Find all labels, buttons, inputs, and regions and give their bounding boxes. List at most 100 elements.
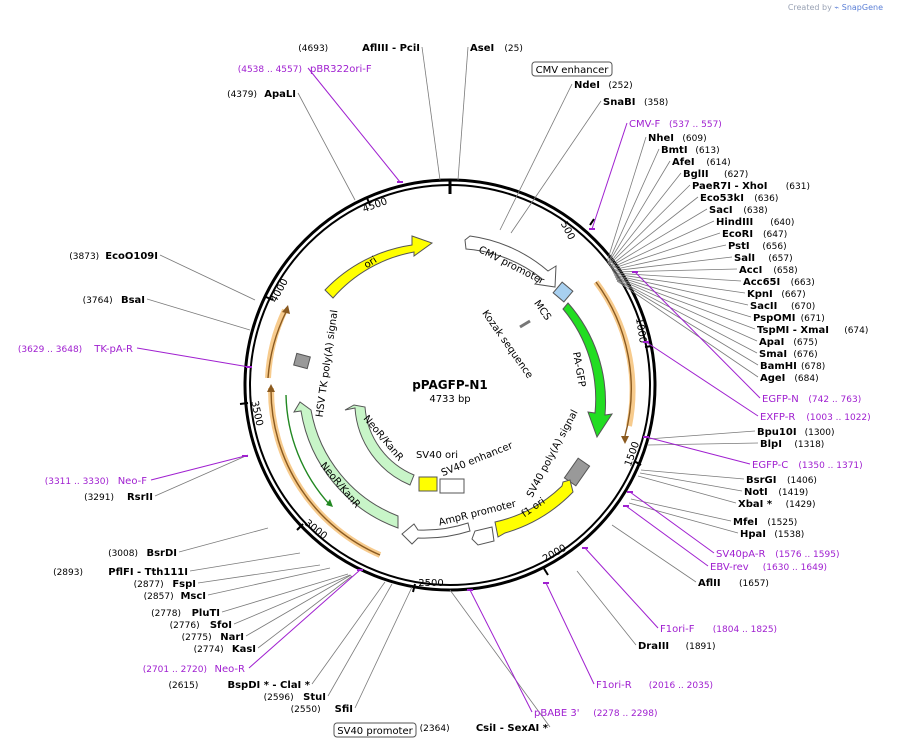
enzyme-position: (670) [791,302,815,312]
enzyme-position: (2778) [151,609,181,619]
label-leaders [136,46,761,728]
primer-range: (2016 .. 2035) [649,681,713,691]
plasmid-size: 4733 bp [429,394,470,405]
enzyme-paer7i-xhoi: PaeR7I - XhoI(631) [692,181,810,192]
enzyme-position: (627) [724,170,748,180]
neor-inner-arrow [344,404,415,486]
tick-label-2500: 2500 [418,578,443,589]
primer-name: EGFP-N [762,394,799,405]
enzyme-leader [327,583,393,697]
enzyme-saci: SacI(638) [709,205,768,216]
enzyme-position: (1525) [767,518,797,528]
enzyme-leader [245,574,352,637]
enzyme-bglii: BglII (627) [683,169,748,180]
primer-pbr322ori-f: (4538 .. 4557)pBR322ori-F [238,64,372,75]
enzyme-bsrgi: BsrGI(1406) [746,475,817,486]
primer-leader [625,505,709,567]
enzyme-position: (663) [791,278,815,288]
enzyme-name: BsrDI [146,548,177,559]
enzyme-tspmi-xmai: TspMI - XmaI(674) [757,325,868,336]
primer-cmv-f: CMV-F(537 .. 557) [629,119,722,130]
enzyme-name: SmaI [759,349,787,360]
enzyme-position: (1318) [794,440,824,450]
enzyme-position: (1300) [805,428,835,438]
pagfp-label: PA-GFP [570,351,587,388]
enzyme-name: BglII [683,169,709,180]
tick-line-4500 [366,197,371,206]
enzyme-position: (684) [794,374,818,384]
enzyme-fspi: FspI(2877) [134,579,196,590]
enzyme-position: (3008) [108,549,138,559]
tick-label-1000: 1000 [633,317,648,344]
primer-range: (2278 .. 2298) [593,709,657,719]
cmv-enhancer-box [531,61,613,77]
primer-range: (742 .. 763) [808,395,861,405]
mcs-box [552,281,574,303]
neor-orf-head [326,499,333,507]
enzyme-bamhi: BamHI(678) [760,361,825,372]
enzyme-nari: NarI(2775) [182,632,244,643]
enzyme-name: AflII [698,578,721,589]
enzyme-name: NotI [744,487,768,498]
enzyme-leader [608,172,682,265]
enzyme-acc65i: Acc65I (663) [743,277,815,288]
enzyme-pflfi-tth111i: PflFI - Tth111I(2893) [53,567,188,578]
cmv-enhancer-label: CMV enhancer [536,65,610,76]
primer-egfp-n: EGFP-N (742 .. 763) [762,394,861,405]
snapgene-watermark: Created by ⌁ SnapGene [788,3,883,12]
enzyme-name: BsaI [121,295,145,306]
primer-range: (3629 .. 3648) [18,345,82,355]
enzyme-position: (1406) [787,476,817,486]
enzyme-leader [233,574,351,625]
orf-left-line [270,389,381,556]
enzyme-position: (614) [706,158,730,168]
enzyme-name: BlpI [760,439,782,450]
primer-egfp-c: EGFP-C(1350 .. 1371) [752,460,863,471]
mcs-label: MCS [531,298,553,322]
enzyme-position: (25) [504,44,522,54]
primer-range: (3311 .. 3330) [45,477,109,487]
tick-1000: 1000 [633,317,648,344]
enzyme-position: (252) [608,81,632,91]
enzyme-pluti: PluTI(2778) [151,608,220,619]
orf-left-head [267,384,275,392]
neor-outer-label: NeoR/KanR [318,460,362,510]
enzyme-apai: ApaI(675) [759,337,818,348]
enzyme-position: (636) [754,194,778,204]
enzyme-name: MscI [180,591,206,602]
enzyme-name: Acc65I [743,277,780,288]
enzyme-position: (631) [786,182,810,192]
primer-ebv-rev: EBV-rev(1630 .. 1649) [710,562,827,573]
enzyme-name: SacII [750,301,777,312]
enzyme-position: (2550) [291,705,321,715]
enzyme-leader [576,570,637,646]
enzyme-position: (358) [644,98,668,108]
f1-ori-arrow [494,479,574,538]
enzyme-bsai: BsaI(3764) [83,295,145,306]
enzyme-position: (656) [762,242,786,252]
sv40-polya-label: SV40 poly(A) signal [525,408,581,499]
enzyme-leader [189,552,301,572]
enzyme-name: BspDI * - ClaI * [227,680,310,691]
snapgene-logo: ⌁ [834,3,840,12]
enzyme-leader [449,589,551,728]
primer-f1ori-r: F1ori-R(2016 .. 2035) [596,680,713,691]
enzyme-kasi: KasI(2774) [194,644,256,655]
enzyme-csii-sexai: CsiI - SexAI *(2364) [420,723,549,734]
enzyme-leader [159,254,256,301]
primer-sv40pa-r: SV40pA-R(1576 .. 1595) [716,549,839,560]
enzyme-position: (675) [793,338,817,348]
enzyme-leader [606,136,647,263]
enzyme-position: (3291) [84,493,114,503]
enzyme-sfoi: SfoI(2776) [170,620,232,631]
enzyme-name: RsrII [127,492,153,503]
enzyme-leader [421,46,441,181]
enzyme-name: DraIII [638,641,669,652]
enzyme-name: BmtI [661,145,688,156]
enzyme-leader [607,148,660,264]
enzyme-name: Bpu10I [757,427,797,438]
primer-leader [136,347,250,368]
enzyme-name: FspI [172,579,196,590]
primer-f1ori-f: F1ori-F(1804 .. 1825) [660,624,777,635]
enzyme-leader [607,160,671,265]
